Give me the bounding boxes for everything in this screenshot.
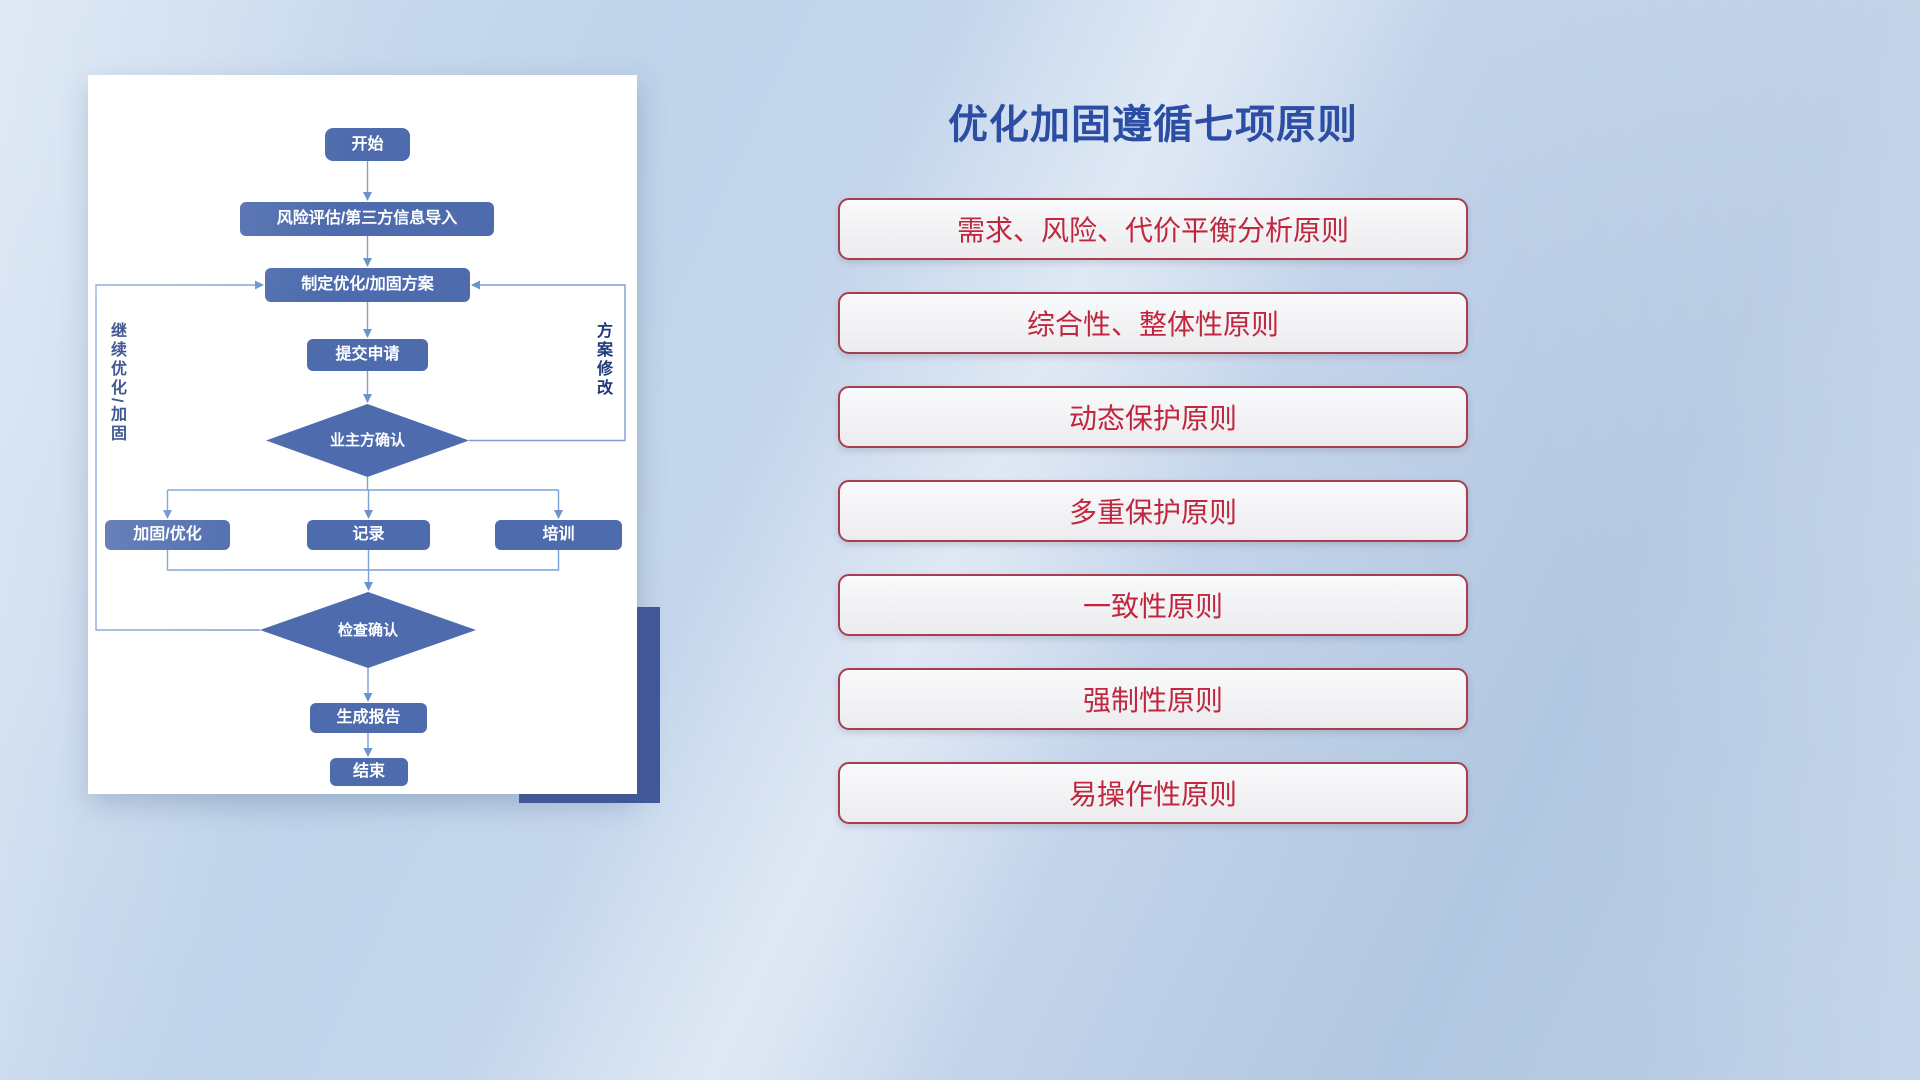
flow-node-report: 生成报告 xyxy=(310,703,427,733)
principle-item-consistency: 一致性原则 xyxy=(838,574,1468,636)
principle-item-multiple: 多重保护原则 xyxy=(838,480,1468,542)
flow-node-training: 培训 xyxy=(495,520,622,550)
connector-lines xyxy=(95,161,626,757)
flowchart-connectors xyxy=(95,161,626,757)
principle-item-operability: 易操作性原则 xyxy=(838,762,1468,824)
edge-label-continue-optimize: 继续优化/加固 xyxy=(108,322,125,444)
flow-node-record: 记录 xyxy=(307,520,430,550)
principle-item-mandatory: 强制性原则 xyxy=(838,668,1468,730)
edge-label-modify-plan: 方案修改 xyxy=(594,322,611,398)
flow-node-submit: 提交申请 xyxy=(307,339,428,371)
principle-item-balance: 需求、风险、代价平衡分析原则 xyxy=(838,198,1468,260)
panel-title: 优化加固遵循七项原则 xyxy=(948,103,1358,147)
principle-item-comprehensive: 综合性、整体性原则 xyxy=(838,292,1468,354)
flow-node-start: 开始 xyxy=(325,128,410,161)
flow-node-end: 结束 xyxy=(330,758,408,786)
flow-node-make-plan: 制定优化/加固方案 xyxy=(265,268,470,302)
flow-node-risk-import: 风险评估/第三方信息导入 xyxy=(240,202,494,236)
flow-node-reinforce: 加固/优化 xyxy=(105,520,230,550)
flowchart-card: 开始 风险评估/第三方信息导入 制定优化/加固方案 提交申请 业主方确认 加固/… xyxy=(88,75,637,794)
principles-list: 需求、风险、代价平衡分析原则 综合性、整体性原则 动态保护原则 多重保护原则 一… xyxy=(838,198,1468,824)
principle-item-dynamic: 动态保护原则 xyxy=(838,386,1468,448)
